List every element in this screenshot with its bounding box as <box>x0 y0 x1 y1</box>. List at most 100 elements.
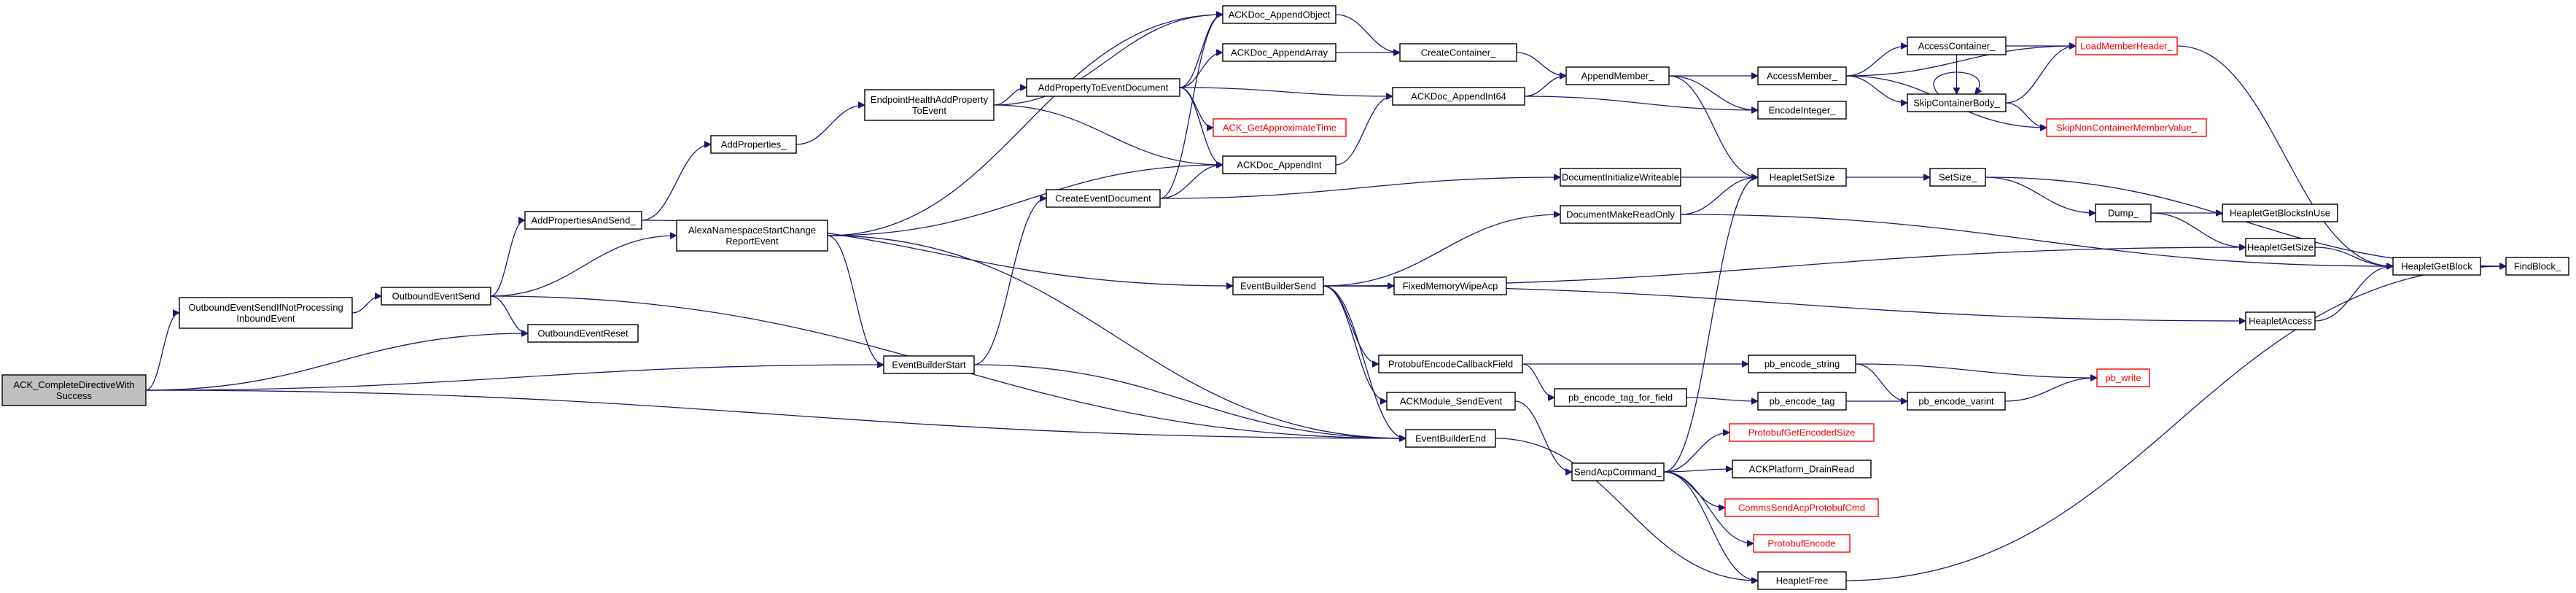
node-pb-encode-tag-for-field[interactable]: pb_encode_tag_for_field <box>1554 388 1687 407</box>
node-createeventdocument[interactable]: CreateEventDocument <box>1046 189 1161 208</box>
node-heapletaccess[interactable]: HeapletAccess <box>2245 311 2316 330</box>
edge-root-to-oer <box>145 333 528 391</box>
node-accesscontainer[interactable]: AccessContainer_ <box>1907 36 2007 55</box>
edge-lmh-to-hgb <box>2176 45 2393 266</box>
node-label: CreateEventDocument <box>1055 193 1151 204</box>
node-documentinitializewriteable[interactable]: DocumentInitializeWriteable <box>1560 168 1681 187</box>
node-encodeinteger[interactable]: EncodeInteger_ <box>1757 101 1847 120</box>
node-pb-encode-string[interactable]: pb_encode_string <box>1748 354 1856 373</box>
node-pb-encode-varint[interactable]: pb_encode_varint <box>1907 392 2006 411</box>
node-label: ProtobufEncode <box>1767 538 1835 549</box>
node-box <box>2392 257 2481 276</box>
node-label: CommsSendAcpProtobufCmd <box>1738 503 1865 513</box>
call-edges <box>145 14 2506 581</box>
node-label: pb_encode_tag_for_field <box>1568 392 1673 403</box>
node-box <box>676 220 828 252</box>
node-heapletgetblock[interactable]: HeapletGetBlock <box>2392 257 2481 276</box>
node-label: LoadMemberHeader_ <box>2080 41 2173 52</box>
edge-scb-to-scb <box>1933 71 1980 94</box>
node-fixedmemorywipeacp[interactable]: FixedMemoryWipeAcp <box>1393 276 1507 295</box>
node-label: ACK_CompleteDirectiveWith <box>13 379 134 390</box>
node-box <box>1748 354 1856 373</box>
node-outboundeventsendifnotprocessinginboundevent[interactable]: OutboundEventSendIfNotProcessingInboundE… <box>179 297 353 329</box>
node-ack-getapproximatetime[interactable]: ACK_GetApproximateTime <box>1213 118 1347 137</box>
node-box <box>1929 168 1986 187</box>
node-eventbuildersend[interactable]: EventBuilderSend <box>1232 276 1324 295</box>
node-label: HeapletAccess <box>2249 316 2312 327</box>
node-label: SkipNonContainerMemberValue_ <box>2056 123 2197 133</box>
node-addproperties[interactable]: AddProperties_ <box>710 135 797 154</box>
edge-sac-to-ackpdr <box>1663 469 1732 473</box>
edge-petff-to-pet <box>1686 397 1758 401</box>
edge-oesinp-to-oes <box>351 296 382 314</box>
node-eventbuilderstart[interactable]: EventBuilderStart <box>883 355 975 374</box>
edge-aptd-to-ackgat <box>1179 87 1214 128</box>
node-heapletfree[interactable]: HeapletFree <box>1757 571 1847 590</box>
node-label: FixedMemoryWipeAcp <box>1403 281 1498 292</box>
node-label: HeapletFree <box>1776 575 1829 586</box>
node-box <box>1757 101 1847 120</box>
edge-ebsend-to-ackmse <box>1323 285 1388 401</box>
node-heapletsetsize[interactable]: HeapletSetSize <box>1757 168 1847 187</box>
node-ackdoc-appendint[interactable]: ACKDoc_AppendInt <box>1222 155 1336 174</box>
node-addpropertytoeventdocument[interactable]: AddPropertyToEventDocument <box>1026 78 1180 97</box>
node-ackplatform-drainread[interactable]: ACKPlatform_DrainRead <box>1732 460 1872 478</box>
edge-ced-to-ackao <box>1159 15 1223 199</box>
node-outboundeventreset[interactable]: OutboundEventReset <box>527 324 639 343</box>
edge-ehap-to-aptd <box>993 88 1027 106</box>
node-eventbuilderend[interactable]: EventBuilderEnd <box>1405 429 1496 448</box>
node-heapletgetsize[interactable]: HeapletGetSize <box>2245 238 2316 257</box>
node-ackdoc-appendint64[interactable]: ACKDoc_AppendInt64 <box>1392 87 1525 106</box>
node-protobufgetencodedsize[interactable]: ProtobufGetEncodedSize <box>1729 423 1875 442</box>
node-addpropertiesandsend[interactable]: AddPropertiesAndSend_ <box>524 211 642 230</box>
edge-ackao-to-cc <box>1335 14 1400 53</box>
node-accessmember[interactable]: AccessMember_ <box>1757 66 1847 85</box>
node-sendacpcommand[interactable]: SendAcpCommand_ <box>1571 462 1665 481</box>
node-protobufencode[interactable]: ProtobufEncode <box>1753 534 1851 553</box>
node-heapletgetblocksinuse[interactable]: HeapletGetBlocksInUse <box>2222 204 2338 222</box>
node-appendmember[interactable]: AppendMember_ <box>1565 66 1670 85</box>
node-skipcontainerbody[interactable]: SkipContainerBody_ <box>1907 93 2007 112</box>
node-commssendacpprotobufcmd[interactable]: CommsSendAcpProtobufCmd <box>1724 498 1879 517</box>
node-skipnoncontainermembervalue[interactable]: SkipNonContainerMemberValue_ <box>2046 118 2207 137</box>
node-label: ACK_GetApproximateTime <box>1223 123 1336 133</box>
node-dump[interactable]: Dump_ <box>2095 204 2152 222</box>
edge-oes-to-apas <box>490 220 526 297</box>
node-pb-encode-tag[interactable]: pb_encode_tag <box>1757 392 1847 411</box>
node-label: AddPropertiesAndSend_ <box>531 215 636 226</box>
node-protobufencodecallbackfield[interactable]: ProtobufEncodeCallbackField <box>1378 354 1523 373</box>
node-ackdoc-appendarray[interactable]: ACKDoc_AppendArray <box>1222 43 1336 62</box>
node-pb-write[interactable]: pb_write <box>2096 368 2150 387</box>
edge-ackai64-to-am <box>1524 76 1566 97</box>
node-documentmakereadonly[interactable]: DocumentMakeReadOnly <box>1560 205 1681 224</box>
node-box <box>1222 155 1336 174</box>
node-box <box>2222 204 2338 222</box>
edge-oes-to-oer <box>490 295 529 333</box>
node-label: DocumentInitializeWriteable <box>1562 172 1679 183</box>
node-label: CreateContainer_ <box>1421 47 1496 58</box>
node-box <box>1222 43 1336 62</box>
edge-ebs-to-ebe <box>973 364 1406 438</box>
node-label: EndpointHealthAddProperty <box>871 94 989 105</box>
node-label: ACKDoc_AppendInt <box>1237 160 1322 171</box>
node-outboundeventsend[interactable]: OutboundEventSend <box>381 287 491 306</box>
node-ackdoc-appendobject[interactable]: ACKDoc_AppendObject <box>1222 5 1336 24</box>
edge-root-to-ebs <box>145 365 884 391</box>
node-loadmemberheader[interactable]: LoadMemberHeader_ <box>2075 36 2178 55</box>
node-findblock[interactable]: FindBlock_ <box>2505 257 2569 276</box>
node-box <box>1907 36 2007 55</box>
node-setsize[interactable]: SetSize_ <box>1929 168 1986 187</box>
node-label: Dump_ <box>2108 208 2139 219</box>
edge-sac-to-hss <box>1663 177 1758 473</box>
edge-ansc-to-ebs <box>827 235 884 365</box>
node-ackmodule-sendevent[interactable]: ACKModule_SendEvent <box>1386 392 1516 411</box>
node-box <box>381 287 491 306</box>
node-createcontainer[interactable]: CreateContainer_ <box>1399 43 1517 62</box>
edge-am-to-ei <box>1668 75 1758 110</box>
node-label: AccessContainer_ <box>1918 41 1996 52</box>
node-box <box>1399 43 1517 62</box>
